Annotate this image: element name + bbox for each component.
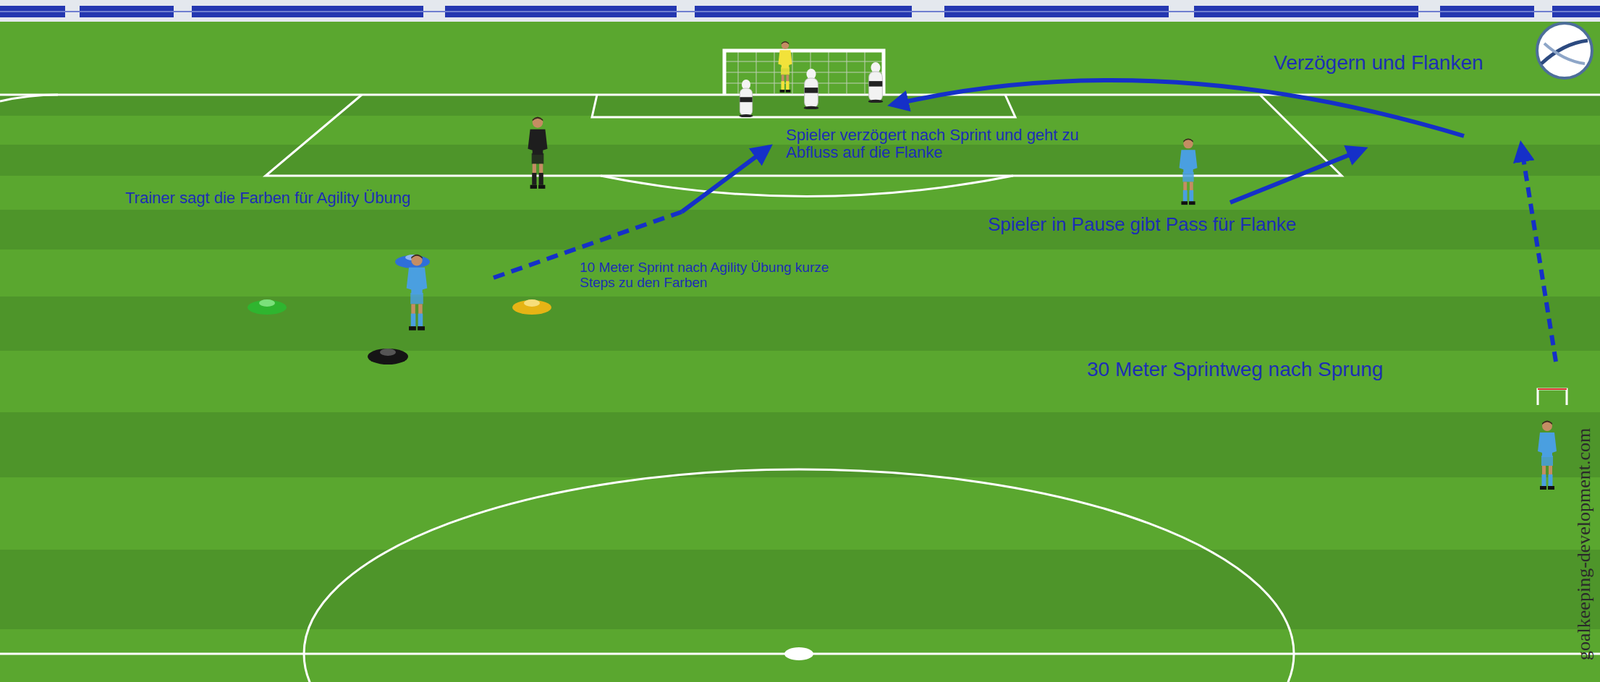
pitch-detail — [1521, 144, 1556, 362]
pitch-detail — [259, 299, 275, 307]
pitch-lines — [0, 94, 1600, 682]
goalkeeper — [777, 41, 792, 93]
watermark-text: goalkeeping-development.com — [1574, 427, 1596, 660]
pitch-detail — [0, 549, 1600, 630]
drill-note: 30 Meter Sprintweg nach Sprung — [1086, 358, 1383, 382]
center-spot — [784, 647, 814, 661]
pitch-detail — [0, 0, 1600, 22]
pitch-detail — [303, 469, 1294, 682]
pitch-detail — [379, 348, 396, 357]
pitch-detail — [512, 300, 552, 315]
pitch-detail — [0, 350, 1600, 413]
agility-player — [406, 254, 428, 331]
pitch-detail — [0, 477, 1600, 550]
pitch-detail — [1537, 389, 1567, 406]
pitch-detail — [0, 94, 58, 102]
cones — [247, 254, 552, 365]
pitch-detail — [591, 94, 1016, 118]
dummy — [738, 79, 753, 118]
logo-emblem — [1537, 23, 1593, 79]
pitch-detail — [681, 146, 770, 213]
pitch-detail — [0, 20, 1600, 95]
passing-player — [1179, 138, 1198, 205]
pitch-detail — [367, 348, 409, 365]
pitch-detail — [523, 299, 540, 307]
drill-note: Verzögern und Flanken — [1273, 52, 1484, 75]
pitch-detail — [0, 209, 1600, 250]
pitch-detail — [0, 10, 1600, 13]
pitch-detail — [0, 412, 1600, 478]
pitch-detail — [724, 72, 884, 74]
drill-note: Spieler verzögert nach Sprint und geht z… — [785, 126, 1105, 162]
pitch-detail — [0, 94, 1600, 97]
pitch-detail — [247, 300, 287, 315]
pitch-detail — [0, 175, 1600, 210]
run-arrows — [493, 80, 1556, 362]
stadium-stands — [0, 0, 1600, 22]
grass-bands — [0, 20, 1600, 682]
pitch-detail — [0, 94, 1600, 116]
pitch-detail — [0, 249, 1600, 297]
trainer — [527, 117, 548, 189]
pitch-detail — [1541, 40, 1588, 64]
drill-note: Spieler in Pause gibt Pass für Flanke — [987, 214, 1297, 236]
pitch-detail — [0, 296, 1600, 351]
pitch-detail — [1544, 43, 1585, 64]
winger-player — [1537, 421, 1557, 491]
drill-note: 10 Meter Sprint nach Agility Übung kurze… — [579, 260, 841, 291]
dummy — [868, 62, 884, 103]
pitch-detail — [724, 61, 884, 63]
dummy — [803, 68, 820, 110]
pitch-detail — [1230, 149, 1365, 203]
pitch-detail — [600, 175, 1014, 197]
drill-note: Trainer sagt die Farben für Agility Übun… — [125, 189, 411, 207]
pitch-detail — [0, 629, 1600, 682]
pitch-detail — [1537, 388, 1567, 391]
pitch-detail — [1537, 23, 1593, 79]
hurdle — [1537, 389, 1567, 406]
